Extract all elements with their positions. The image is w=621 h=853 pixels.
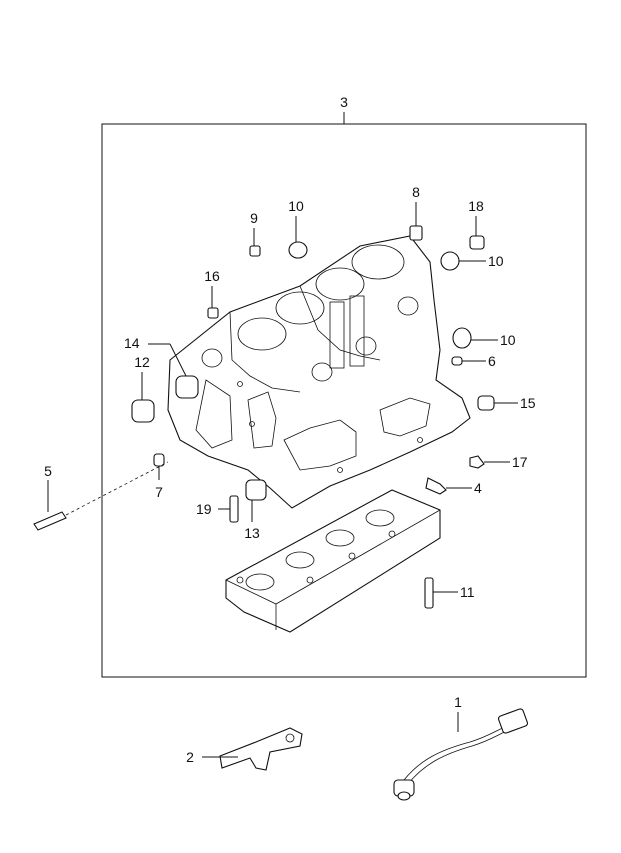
plug-12	[131, 399, 155, 423]
callout-16: 16	[204, 268, 220, 284]
plug-10-top	[288, 241, 308, 259]
leader-lines	[47, 202, 518, 593]
callout-11: 11	[460, 584, 475, 600]
bolt-11	[424, 577, 434, 609]
callout-1: 1	[454, 694, 462, 710]
sensor-1	[393, 708, 528, 801]
callout-10-right-lower: 10	[500, 332, 516, 348]
pin-6	[451, 356, 463, 366]
sleeve-15	[477, 395, 495, 411]
plug-10-right-upper	[440, 251, 460, 271]
callout-14: 14	[124, 335, 140, 351]
plug-14	[175, 375, 199, 399]
callout-18: 18	[468, 198, 484, 214]
plug-7	[153, 453, 165, 467]
dowel-pin-16	[207, 307, 219, 319]
callout-12: 12	[134, 354, 150, 370]
plug-13	[245, 479, 267, 501]
callout-4: 4	[474, 480, 482, 496]
bushing-18	[469, 235, 485, 250]
callout-3: 3	[340, 94, 348, 110]
bearing-cap-frame	[225, 489, 441, 633]
bolt-4	[425, 477, 447, 495]
bushing-8	[409, 225, 423, 241]
callout-8: 8	[412, 184, 420, 200]
bolt-17	[469, 455, 485, 469]
callout-9: 9	[250, 210, 258, 226]
plug-10-right-lower	[452, 327, 472, 349]
callout-5: 5	[44, 463, 52, 479]
callout-6: 6	[488, 353, 496, 369]
stud-5-dashed-line	[65, 461, 169, 516]
pin-19	[229, 495, 239, 523]
callout-10-top: 10	[288, 198, 304, 214]
bracket-hole	[285, 733, 295, 743]
callout-19: 19	[196, 501, 212, 517]
dowel-pin-9	[249, 245, 261, 257]
callout-17: 17	[512, 454, 528, 470]
callout-15: 15	[520, 395, 536, 411]
callout-10-right-upper: 10	[488, 253, 504, 269]
bracket-2	[219, 727, 303, 771]
callout-13: 13	[244, 525, 260, 541]
stud-bolt-5	[33, 511, 67, 531]
callout-7: 7	[155, 484, 163, 500]
cylinder-block	[167, 235, 471, 509]
callout-2: 2	[186, 749, 194, 765]
